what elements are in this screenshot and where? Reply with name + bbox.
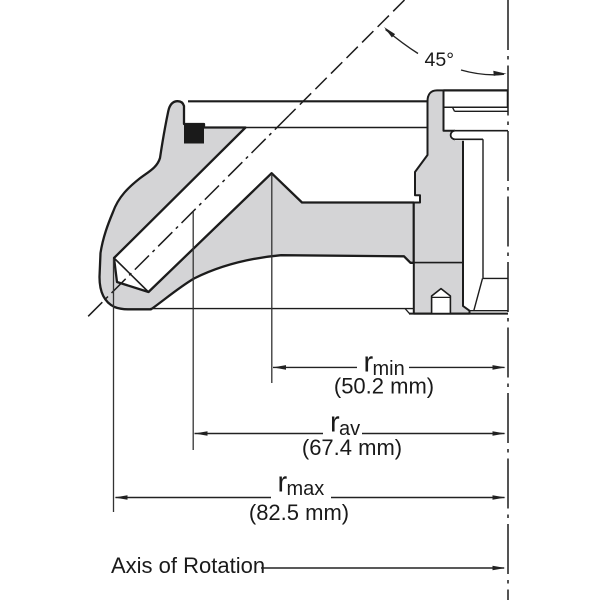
svg-text:(50.2 mm): (50.2 mm) — [334, 374, 434, 399]
svg-text:av: av — [339, 418, 360, 440]
svg-text:(82.5 mm): (82.5 mm) — [249, 500, 349, 525]
svg-text:max: max — [287, 478, 325, 500]
svg-text:(67.4 mm): (67.4 mm) — [302, 435, 402, 460]
svg-text:45°: 45° — [425, 49, 455, 71]
svg-text:r: r — [364, 347, 374, 379]
svg-text:Axis of Rotation: Axis of Rotation — [111, 553, 265, 578]
svg-text:r: r — [278, 467, 288, 499]
svg-text:r: r — [330, 407, 340, 439]
svg-text:min: min — [373, 358, 405, 380]
